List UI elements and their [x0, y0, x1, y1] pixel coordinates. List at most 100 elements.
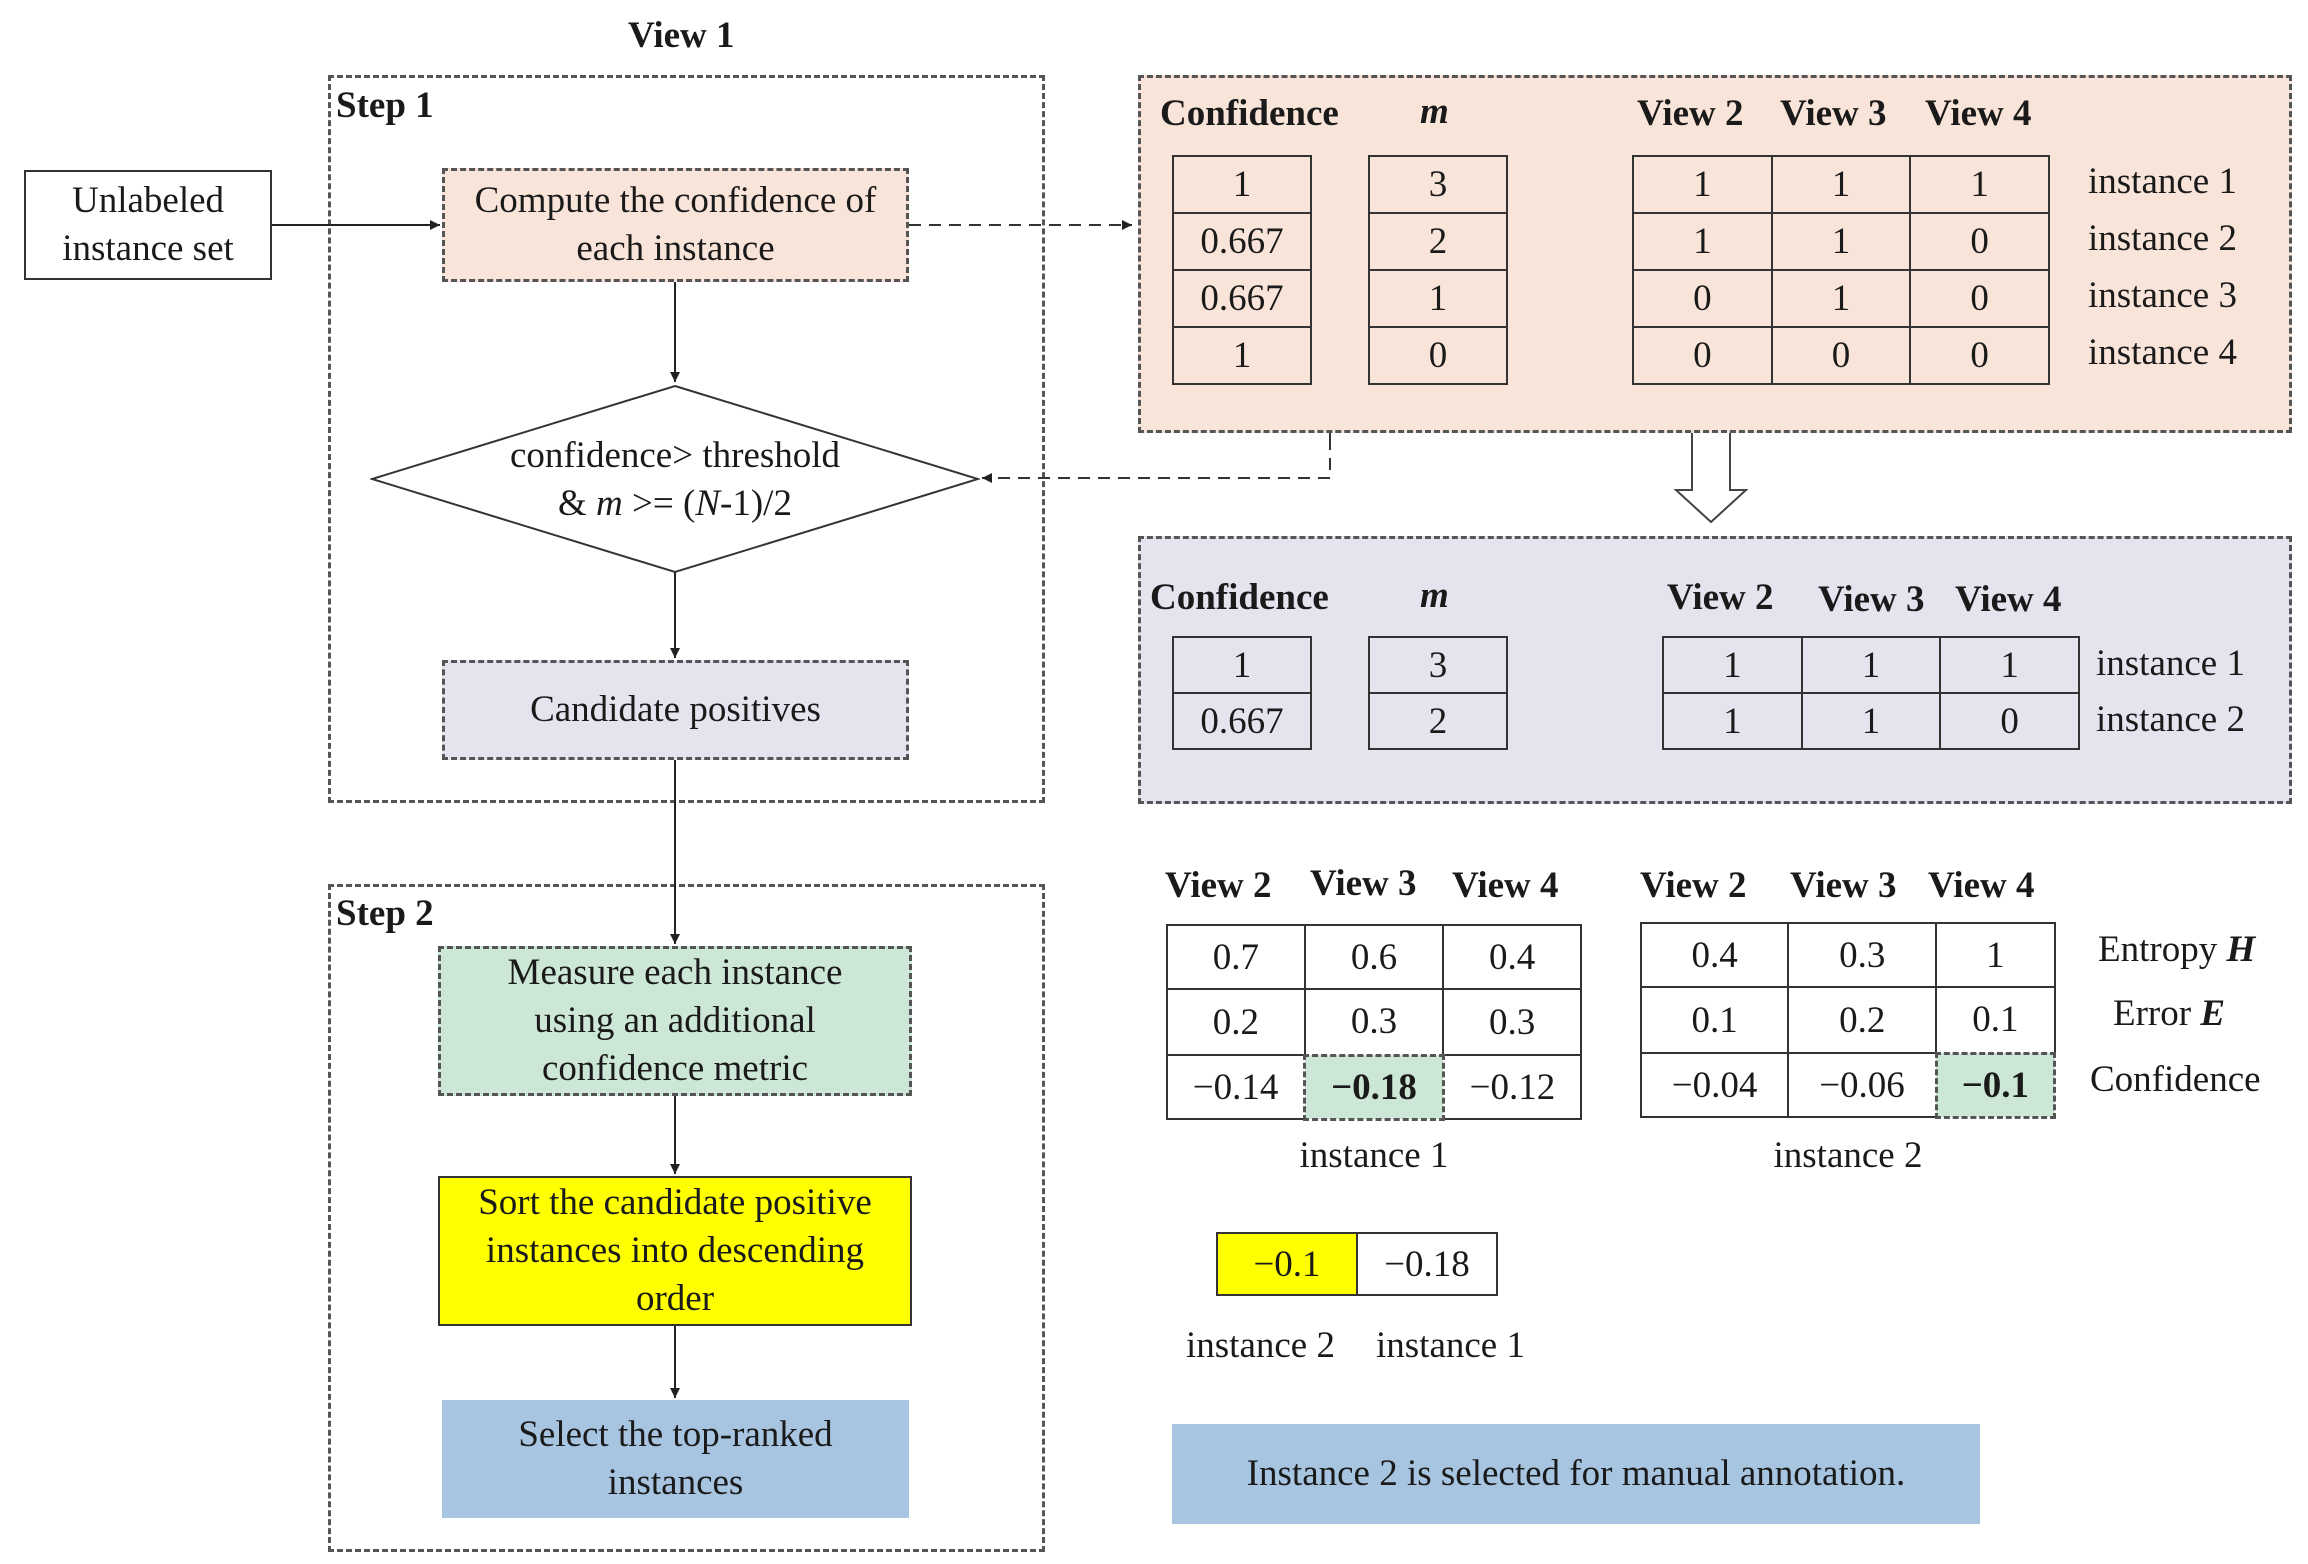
step1-label: Step 1: [336, 85, 434, 126]
select-line2: instances: [607, 1462, 744, 1503]
ranking-table: −0.1−0.18: [1216, 1232, 1498, 1296]
decision-line1: confidence> threshold: [509, 435, 841, 476]
p1-v-4-3: 0: [1909, 326, 2050, 385]
panel2-m-table: 3 2: [1368, 636, 1508, 750]
decision-prefix: &: [558, 483, 597, 524]
p1-conf-2: 0.667: [1172, 212, 1312, 271]
m2-c-3-highlight: −0.1: [1934, 1051, 2057, 1119]
unlabeled-instance-set-box: Unlabeled instance set: [24, 170, 272, 280]
panel1-m-table: 3 2 1 0: [1368, 155, 1508, 385]
row-label-error: Error E: [2113, 992, 2225, 1035]
step2-container: [328, 884, 1045, 1552]
p1-v-4-1: 0: [1632, 326, 1773, 385]
compute-line2: each instance: [576, 228, 775, 269]
decision-suffix: -1)/2: [720, 483, 792, 524]
p1-m-3: 1: [1368, 269, 1508, 328]
p1-instance-3: instance 3: [2088, 275, 2237, 316]
p2-m-1: 3: [1368, 636, 1508, 694]
m1-h-3: 0.4: [1442, 924, 1582, 990]
panel2-view2-header: View 2: [1667, 577, 1774, 618]
m1-view4-header: View 4: [1452, 865, 1559, 906]
m1-c-1: −0.14: [1166, 1054, 1306, 1120]
p1-v-3-3: 0: [1909, 269, 2050, 328]
row-label-confidence: Confidence: [2090, 1059, 2261, 1100]
m2-view4-header: View 4: [1928, 865, 2035, 906]
entropy-symbol: H: [2226, 929, 2256, 970]
m1-c-3: −0.12: [1442, 1054, 1582, 1120]
p2-v-2-2: 1: [1800, 692, 1942, 750]
m2-c-2: −0.06: [1787, 1052, 1938, 1118]
m2-view2-header: View 2: [1640, 865, 1747, 906]
p1-conf-3: 0.667: [1172, 269, 1312, 328]
p2-v-1-3: 1: [1939, 636, 2080, 694]
rank-2-value: −0.18: [1356, 1232, 1498, 1296]
m1-c-2-highlight: −0.18: [1303, 1053, 1445, 1121]
m2-h-1: 0.4: [1639, 922, 1790, 988]
p1-v-2-3: 0: [1909, 212, 2050, 271]
compute-line1: Compute the confidence of: [474, 180, 877, 221]
p1-m-4: 0: [1368, 326, 1508, 385]
panel2-confidence-header: Confidence: [1150, 577, 1329, 618]
panel1-confidence-table: 1 0.667 0.667 1: [1172, 155, 1312, 385]
rank-1-caption: instance 2: [1186, 1325, 1335, 1366]
p2-conf-1: 1: [1172, 636, 1312, 694]
p1-instance-1: instance 1: [2088, 161, 2237, 202]
rank-1-value: −0.1: [1216, 1232, 1358, 1296]
m2-e-1: 0.1: [1639, 986, 1790, 1054]
sort-line3: order: [635, 1278, 715, 1319]
rank-2-caption: instance 1: [1376, 1325, 1525, 1366]
p2-v-2-1: 1: [1662, 692, 1803, 750]
sort-line1: Sort the candidate positive: [478, 1182, 872, 1223]
p1-v-1-1: 1: [1632, 155, 1773, 214]
p1-instance-2: instance 2: [2088, 218, 2237, 259]
hollow-down-arrow: [1673, 431, 1749, 524]
m1-e-1: 0.2: [1166, 988, 1306, 1056]
m2-e-2: 0.2: [1787, 986, 1938, 1054]
p1-v-2-2: 1: [1770, 212, 1912, 271]
result-banner: Instance 2 is selected for manual annota…: [1172, 1424, 1980, 1524]
measure-line1: Measure each instance: [507, 952, 843, 993]
m2-c-1: −0.04: [1639, 1052, 1790, 1118]
panel1-confidence-header: Confidence: [1160, 93, 1339, 134]
m2-h-3: 1: [1935, 922, 2056, 988]
sort-line2: instances into descending: [485, 1230, 865, 1271]
measure-line2: using an additional: [534, 1000, 816, 1041]
m1-h-2: 0.6: [1303, 924, 1445, 990]
sort-box: Sort the candidate positive instances in…: [438, 1176, 912, 1326]
panel2-view3-header: View 3: [1818, 579, 1925, 620]
step1-container: [328, 75, 1045, 803]
unlabeled-line1: Unlabeled: [71, 180, 225, 221]
metrics-instance2-caption: instance 2: [1773, 1135, 1923, 1176]
m1-view3-header: View 3: [1310, 863, 1417, 904]
metrics-instance1-caption: instance 1: [1299, 1135, 1449, 1176]
compute-confidence-box: Compute the confidence of each instance: [442, 168, 909, 282]
m1-e-3: 0.3: [1442, 988, 1582, 1056]
measure-box: Measure each instance using an additiona…: [438, 946, 912, 1096]
error-symbol: E: [2200, 993, 2226, 1034]
decision-text: confidence> threshold & m >= (N-1)/2: [420, 425, 930, 535]
p1-v-3-1: 0: [1632, 269, 1773, 328]
p1-conf-1: 1: [1172, 155, 1312, 214]
candidate-positives-box: Candidate positives: [442, 660, 909, 760]
p1-m-2: 2: [1368, 212, 1508, 271]
panel1-view4-header: View 4: [1925, 93, 2032, 134]
panel2-view4-header: View 4: [1955, 579, 2062, 620]
decision-n-symbol: N: [695, 483, 721, 524]
panel1-view3-header: View 3: [1780, 93, 1887, 134]
p1-v-1-3: 1: [1909, 155, 2050, 214]
decision-mid: >= (: [622, 483, 696, 524]
p1-v-1-2: 1: [1770, 155, 1912, 214]
decision-m-symbol: m: [596, 483, 623, 524]
m1-view2-header: View 2: [1165, 865, 1272, 906]
m2-h-2: 0.3: [1787, 922, 1938, 988]
p2-instance-2: instance 2: [2096, 699, 2245, 740]
p2-v-1-2: 1: [1800, 636, 1942, 694]
unlabeled-line2: instance set: [62, 228, 234, 269]
m1-e-2: 0.3: [1303, 988, 1445, 1056]
p1-conf-4: 1: [1172, 326, 1312, 385]
step2-label: Step 2: [336, 893, 434, 934]
panel2-confidence-table: 1 0.667: [1172, 636, 1312, 750]
